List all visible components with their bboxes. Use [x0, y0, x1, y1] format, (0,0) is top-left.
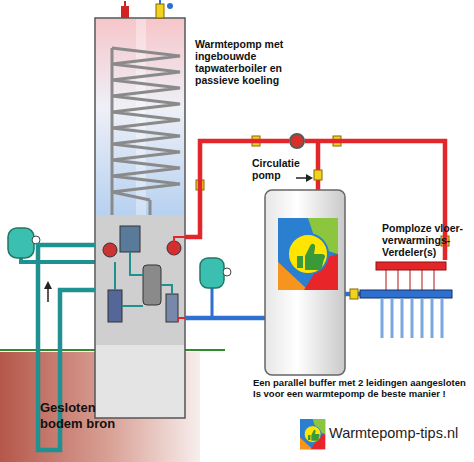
tank-heading: Warmtepomp met ingebouwde tapwaterboiler…: [195, 38, 303, 86]
flow-meter: [386, 270, 434, 290]
internal-piping: [174, 237, 185, 322]
hot-water-outlet: [124, 1, 126, 6]
flow-arrow-head: [44, 281, 52, 289]
heat-pump-tank: Warmtepomp met ingebouwde tapwaterboiler…: [95, 18, 185, 418]
flow-arrow-head: [306, 174, 313, 182]
heating-coil: [112, 48, 180, 200]
brine-pipe: [60, 290, 95, 352]
component-bay: [96, 215, 184, 345]
buffer-tank: [265, 190, 345, 375]
boiler-water: [96, 19, 184, 215]
ground-label: Gesloten bodem bron: [40, 400, 126, 432]
tap-symbol: [167, 3, 173, 9]
return-manifold: [360, 290, 452, 298]
pressure-gauge: [223, 268, 231, 276]
circulation-pump: Circulatie pomp: [289, 133, 305, 149]
tank-body: [95, 18, 185, 418]
compressor: [143, 265, 161, 305]
valve: [350, 289, 358, 299]
cold-water-valve: [156, 4, 164, 18]
floor-heating-manifold: Pomploze vloer-verwarmings-Verdeler(s): [372, 260, 452, 340]
logo: [278, 218, 338, 290]
supply-pipe: [185, 141, 289, 237]
vessel-pipe: [211, 288, 214, 318]
brine-pipe: [21, 256, 95, 262]
buffer-supply-pipe: [316, 141, 321, 190]
condenser: [166, 294, 178, 322]
internal-pump: [103, 243, 117, 257]
note-text: Een parallel buffer met 2 leidingen aang…: [253, 377, 471, 399]
manifold-label: Pomploze vloer-verwarmings-Verdeler(s): [382, 222, 472, 258]
plate-exchanger: [120, 226, 140, 252]
expansion-vessel: [200, 258, 224, 288]
cold-water-inlet: [159, 0, 161, 4]
supply-manifold: [376, 262, 446, 270]
pump-label: Circulatie pomp: [252, 157, 314, 181]
coil-pipe: [112, 48, 150, 225]
evaporator: [108, 290, 122, 322]
logo: [300, 419, 325, 449]
hot-water-valve: [121, 6, 129, 18]
internal-piping: [115, 252, 172, 306]
website-name: Warmtepomp-tips.nl: [329, 425, 474, 442]
ground-source: Gesloten bodem bron: [0, 352, 200, 462]
floor-loop-pipe: [382, 298, 442, 338]
valve: [314, 170, 322, 180]
expansion-vessel: [8, 228, 34, 258]
brine-pipe: [38, 245, 95, 352]
